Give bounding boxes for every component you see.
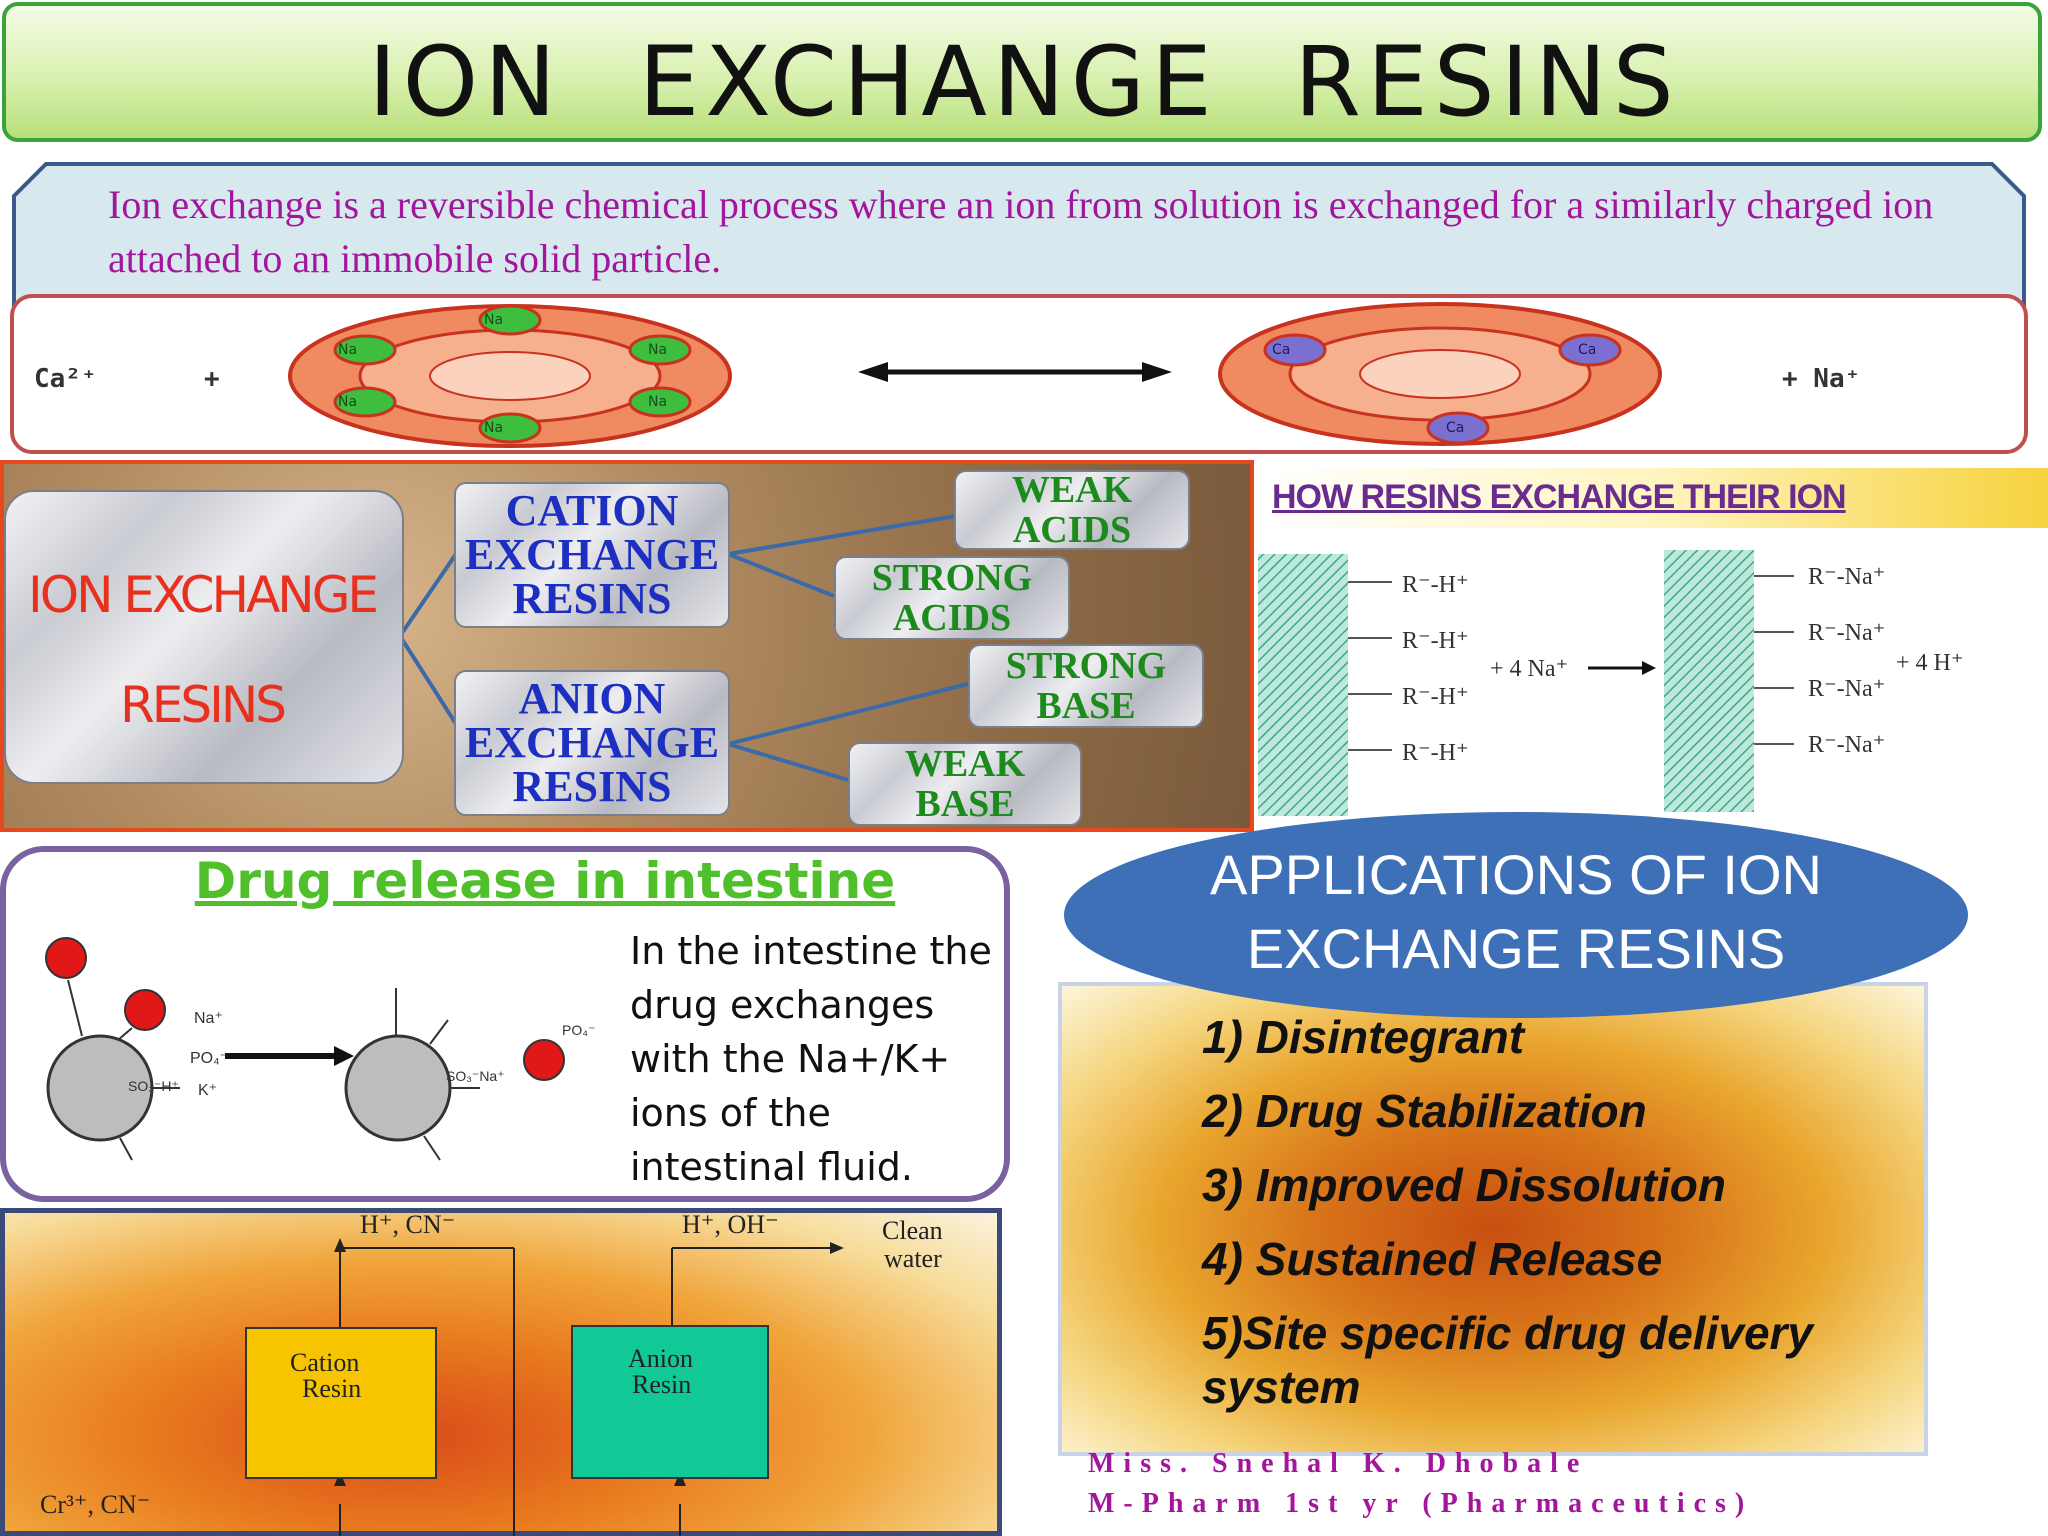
ca-site-label: Ca — [1446, 420, 1465, 436]
application-item: system — [1202, 1361, 1361, 1413]
drug-release-text: In the intestine the drug exchanges with… — [630, 929, 992, 1189]
water-treatment-panel — [0, 1208, 1002, 1536]
definition-text: Ion exchange is a reversible chemical pr… — [108, 182, 1934, 281]
strong-acids-label: STRONG ACIDS — [871, 557, 1033, 639]
sodium-ion-label: + Na⁺ — [1782, 364, 1861, 394]
weak-base-label: WEAK BASE — [904, 743, 1026, 825]
released-drug-molecule — [523, 1039, 565, 1081]
root-label-line1: ION EXCHANGE — [27, 566, 379, 624]
resin-na-group: R⁻-Na⁺ — [1808, 676, 1886, 702]
applications-panel — [1058, 982, 1928, 1456]
calcium-ion-label: Ca²⁺ — [34, 364, 97, 394]
author-name: Miss. Snehal K. Dhobale — [1088, 1448, 1589, 1479]
zeolite-exchange-diagram — [288, 302, 1662, 448]
sodium-reagent-label: + 4 Na⁺ — [1490, 656, 1569, 682]
resin-h-group: R⁻-H⁺ — [1402, 628, 1469, 654]
resin-na-group: R⁻-Na⁺ — [1808, 732, 1886, 758]
title-banner — [2, 2, 2042, 142]
anion-resin-label-line2: Resin — [632, 1370, 692, 1399]
input-ions-label: Cr³⁺, CN⁻ — [40, 1490, 151, 1519]
drug-molecule — [124, 989, 166, 1031]
clean-label: Clean — [882, 1216, 943, 1245]
zeolite-na-form — [288, 304, 732, 448]
application-item: 1) Disintegrant — [1202, 1011, 1525, 1063]
applications-title-line1: APPLICATIONS OF ION — [1210, 843, 1822, 906]
phosphate-ion-label: PO₄⁻ — [190, 1050, 229, 1067]
resin-h-group: R⁻-H⁺ — [1402, 572, 1469, 598]
weak-acids-box: WEAK ACIDS — [954, 470, 1190, 550]
water-treatment-diagram — [245, 1238, 844, 1536]
ca-site-label: Ca — [1578, 342, 1597, 358]
applications-title-line2: EXCHANGE RESINS — [1246, 917, 1786, 980]
so3h-label: SO₃⁻H⁺ — [128, 1078, 179, 1094]
applications-title-ellipse — [1064, 812, 1968, 1018]
application-item: 3) Improved Dissolution — [1202, 1159, 1726, 1211]
drug-release-diagram — [45, 937, 565, 1161]
application-item: 2) Drug Stabilization — [1202, 1085, 1647, 1137]
anion-exchange-resins-box: ANION EXCHANGE RESINS — [454, 670, 730, 816]
slide-title: ION EXCHANGE RESINS — [368, 26, 1680, 138]
cation-resin-label-line1: Cation — [290, 1348, 360, 1377]
definition-box — [12, 162, 2026, 310]
application-item: 5)Site specific drug delivery — [1202, 1307, 1814, 1359]
cation-exchange-label: CATION EXCHANGE RESINS — [464, 486, 720, 623]
resin-bead-before — [1258, 554, 1348, 816]
applications-title: APPLICATIONS OF ION EXCHANGE RESINS — [1064, 838, 1968, 986]
resin-particle-after — [344, 1034, 452, 1142]
cation-exchange-resins-box: CATION EXCHANGE RESINS — [454, 482, 730, 628]
na-site-label: Na — [648, 342, 668, 358]
so3na-label: SO₃⁻Na⁺ — [446, 1068, 505, 1084]
resin-na-group: R⁻-Na⁺ — [1808, 564, 1886, 590]
classification-connectors — [398, 514, 969, 782]
drug-release-title: Drug release in intestine — [194, 852, 896, 910]
anion-exchange-label: ANION EXCHANGE RESINS — [464, 674, 720, 811]
strong-acids-box: STRONG ACIDS — [834, 556, 1070, 640]
resin-h-group: R⁻-H⁺ — [1402, 740, 1469, 766]
drug-release-panel — [0, 846, 1010, 1202]
hydrogen-product-label: + 4 H⁺ — [1896, 650, 1964, 676]
na-site-label: Na — [338, 342, 358, 358]
k-ion-label: K⁺ — [198, 1082, 218, 1099]
na-site-label: Na — [484, 312, 504, 328]
weak-acids-label: WEAK ACIDS — [1011, 469, 1133, 551]
resin-exchange-diagram — [1258, 550, 1794, 816]
na-site-label: Na — [648, 394, 668, 410]
anion-resin-column — [571, 1325, 769, 1479]
resin-h-group: R⁻-H⁺ — [1402, 684, 1469, 710]
resin-bead-after — [1664, 550, 1754, 812]
cation-resin-label-line2: Resin — [302, 1374, 362, 1403]
cation-outflow-label: H⁺, CN⁻ — [360, 1210, 456, 1239]
plus-sign: + — [204, 364, 220, 394]
anion-resin-label-line1: Anion — [628, 1344, 693, 1373]
author-course: M-Pharm 1st yr (Pharmaceutics) — [1088, 1488, 1754, 1519]
resin-na-group: R⁻-Na⁺ — [1808, 620, 1886, 646]
drug-molecule — [45, 937, 87, 979]
released-phosphate-label: PO₄⁻ — [562, 1022, 596, 1038]
strong-base-label: STRONG BASE — [1005, 645, 1167, 727]
how-resins-title: HOW RESINS EXCHANGE THEIR ION — [1272, 478, 1847, 516]
ca-site-label: Ca — [1272, 342, 1291, 358]
cation-resin-column — [245, 1327, 437, 1479]
weak-base-box: WEAK BASE — [848, 742, 1082, 826]
ion-exchange-resins-root — [4, 490, 404, 784]
na-site-label: Na — [484, 420, 504, 436]
strong-base-box: STRONG BASE — [968, 644, 1204, 728]
na-ion-label: Na⁺ — [194, 1010, 223, 1027]
water-label: water — [884, 1244, 942, 1273]
how-resins-title-highlight — [1264, 468, 2048, 528]
application-item: 4) Sustained Release — [1202, 1233, 1663, 1285]
root-label-line2: RESINS — [120, 676, 287, 734]
na-site-label: Na — [338, 394, 358, 410]
zeolite-ca-form — [1218, 302, 1662, 446]
anion-outflow-label: H⁺, OH⁻ — [682, 1210, 779, 1239]
